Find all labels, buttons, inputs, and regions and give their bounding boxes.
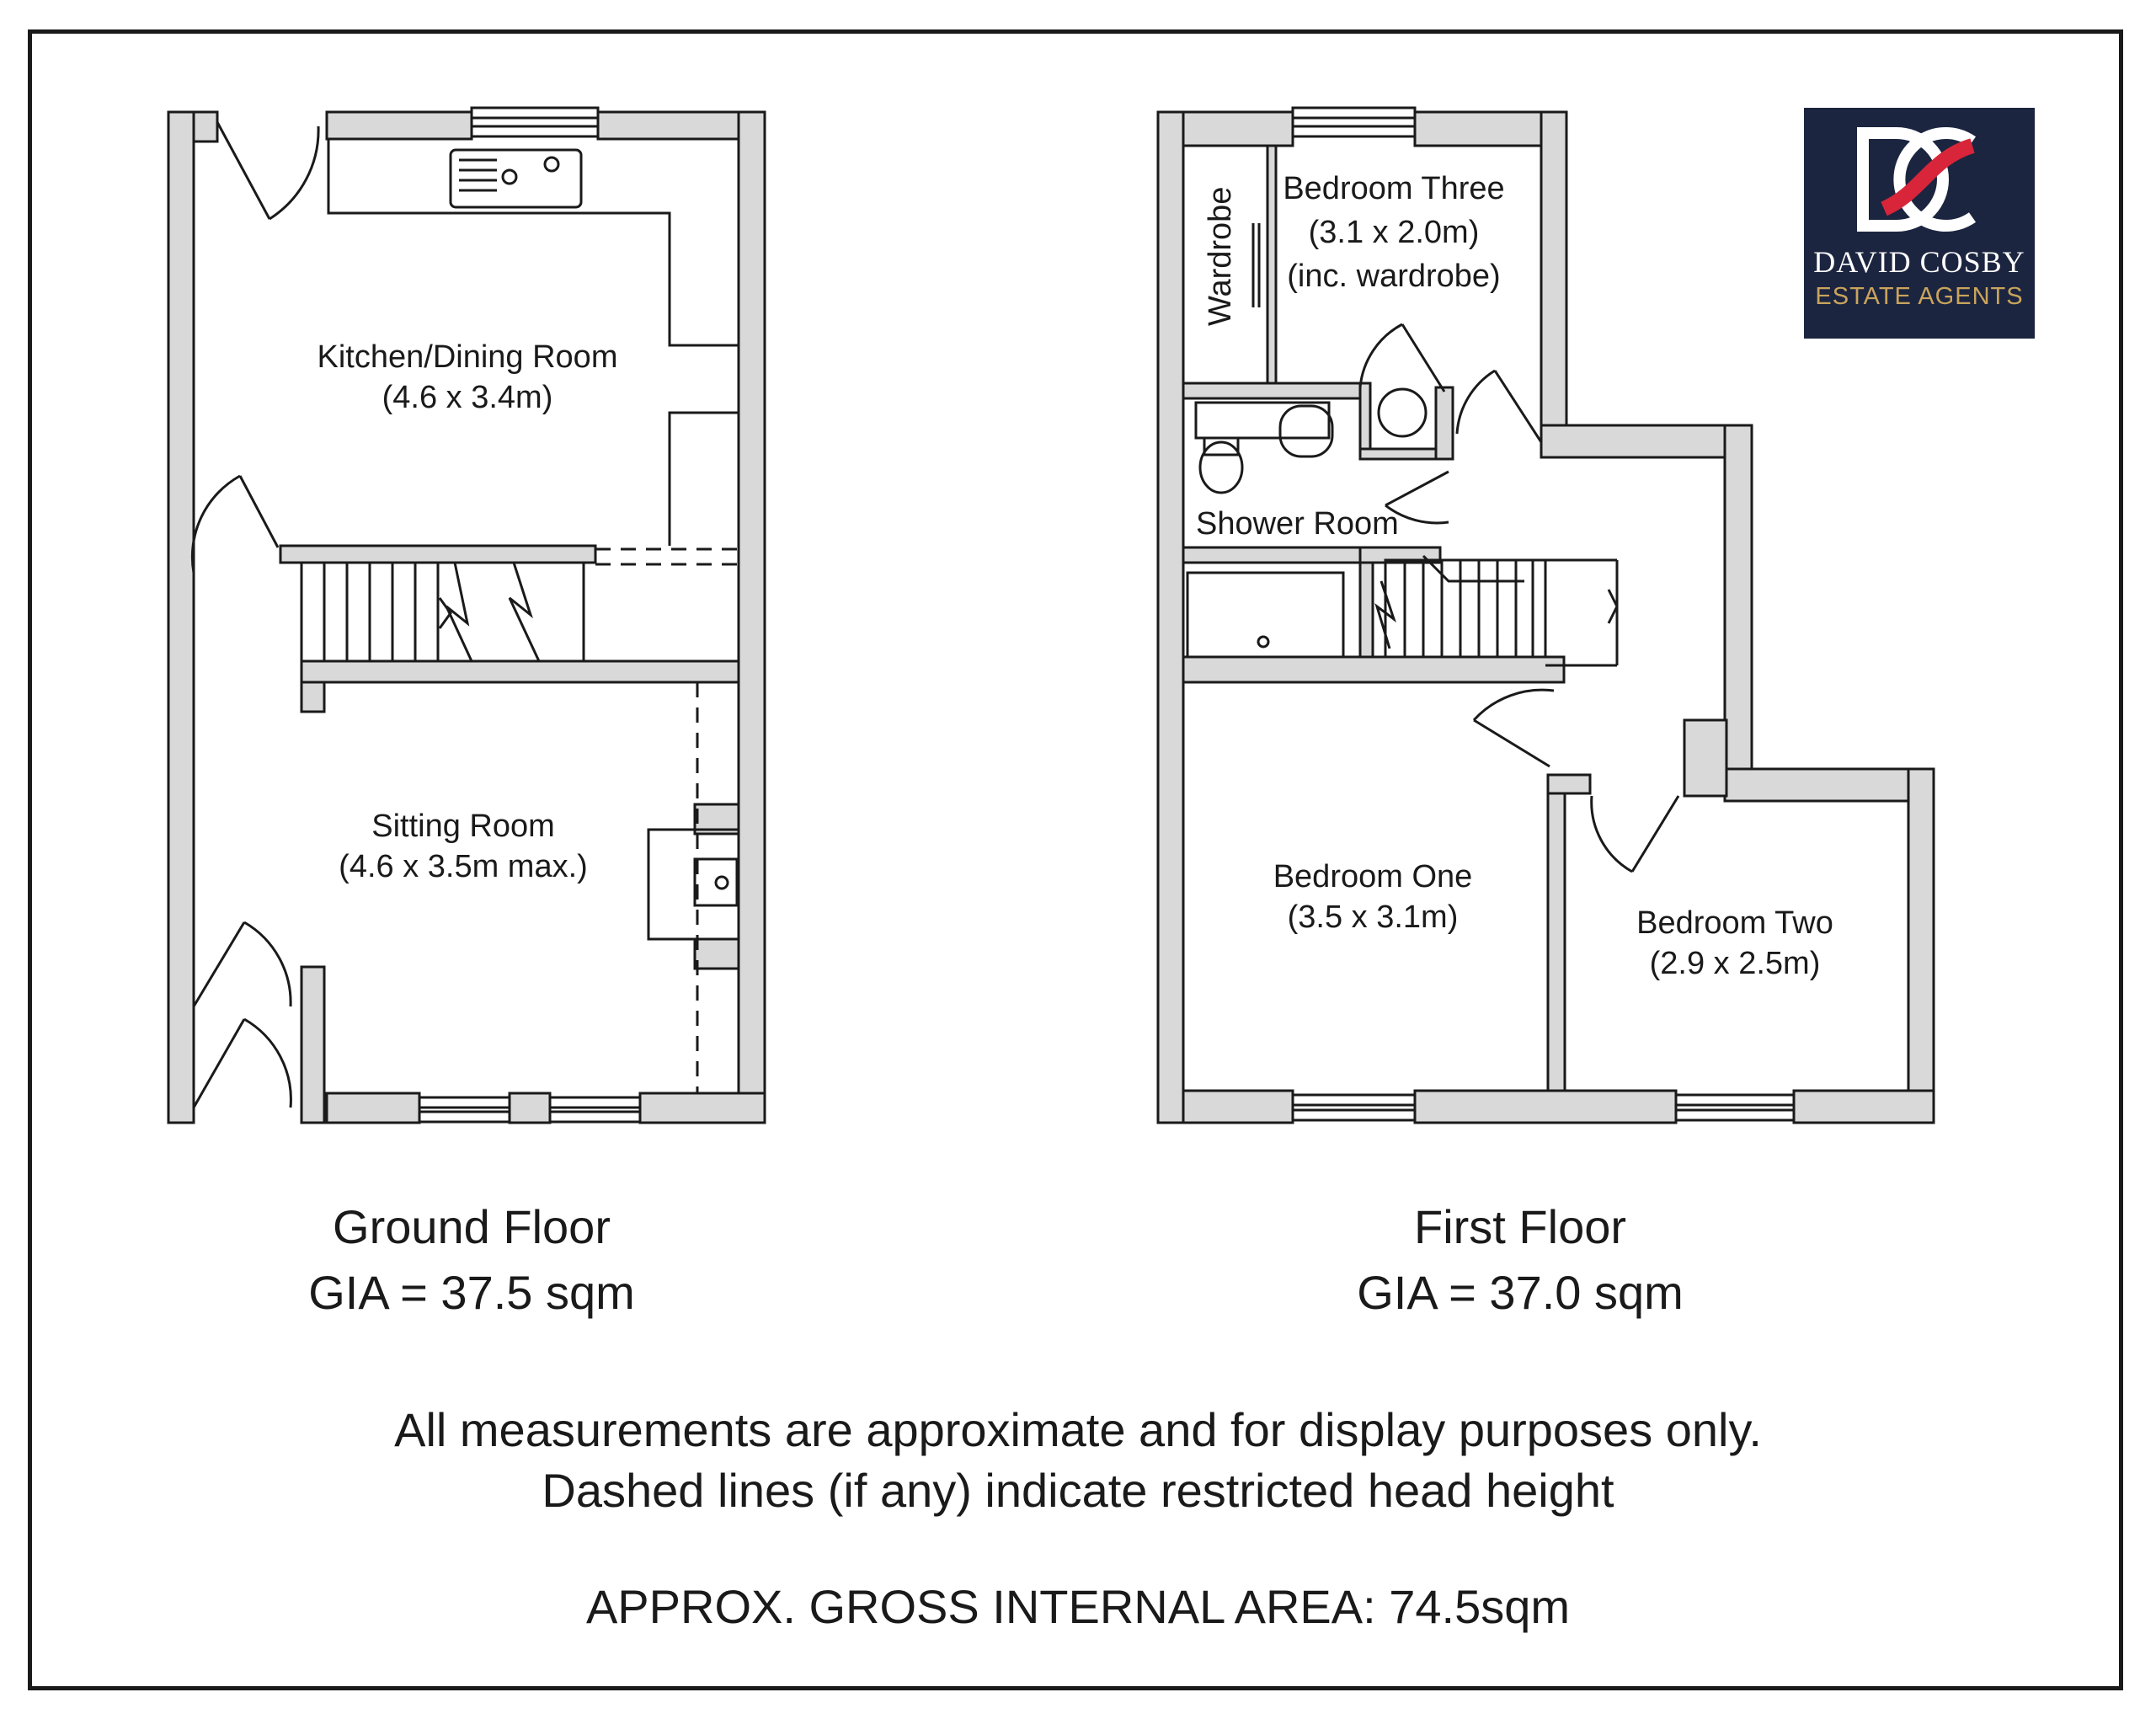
room-size: (2.9 x 2.5m) — [1649, 946, 1821, 981]
room-label-kitchen: Kitchen/Dining Room (4.6 x 3.4m) — [278, 337, 657, 418]
room-note: (inc. wardrobe) — [1287, 259, 1501, 294]
first-floor-doors — [1251, 223, 1680, 873]
ground-doors — [190, 121, 320, 1108]
room-name: Shower Room — [1196, 506, 1399, 542]
room-name: Bedroom Two — [1636, 905, 1833, 941]
room-size: (3.1 x 2.0m) — [1308, 215, 1480, 250]
room-name: Sitting Room — [371, 809, 555, 844]
ground-stairs — [300, 561, 585, 663]
logo: DAVID COSBY ESTATE AGENTS — [1804, 108, 2035, 339]
disclaimer-line-1: All measurements are approximate and for… — [394, 1403, 1762, 1456]
room-label-bedroom-two: Bedroom Two (2.9 x 2.5m) — [1600, 903, 1870, 984]
room-label-shower-room: Shower Room — [1196, 504, 1423, 544]
windows — [418, 106, 1796, 1124]
room-label-bedroom-three: Bedroom Three (3.1 x 2.0m) (inc. wardrob… — [1267, 167, 1520, 298]
room-label-bedroom-one: Bedroom One (3.5 x 3.1m) — [1238, 857, 1508, 937]
wardrobe-label: Wardrobe — [1203, 186, 1238, 326]
room-label-sitting-room: Sitting Room (4.6 x 3.5m max.) — [278, 806, 648, 887]
room-size: (4.6 x 3.4m) — [382, 380, 553, 415]
disclaimer-line-2: Dashed lines (if any) indicate restricte… — [542, 1464, 1614, 1517]
logo-name: DAVID COSBY — [1813, 245, 2025, 279]
plan-border — [28, 29, 2123, 1690]
room-name: Bedroom One — [1273, 859, 1473, 894]
ground-floor-caption: Ground Floor GIA = 37.5 sqm — [219, 1194, 724, 1326]
first-floor-caption: First Floor GIA = 37.0 sqm — [1267, 1194, 1773, 1326]
first-floor-fittings — [1186, 387, 1619, 667]
dashed-lines — [582, 547, 739, 1093]
room-size: (4.6 x 3.5m max.) — [339, 849, 588, 884]
total-area: APPROX. GROSS INTERNAL AREA: 74.5sqm — [585, 1580, 1571, 1633]
floor-title: First Floor — [1414, 1200, 1626, 1253]
room-name: Kitchen/Dining Room — [317, 339, 618, 375]
room-size: (3.5 x 3.1m) — [1287, 900, 1459, 935]
kitchen-units — [327, 139, 739, 546]
floor-gia: GIA = 37.5 sqm — [308, 1266, 635, 1319]
floor-gia: GIA = 37.0 sqm — [1357, 1266, 1684, 1319]
logo-mark-icon — [1857, 127, 1977, 232]
room-name: Bedroom Three — [1283, 171, 1505, 206]
fireplace — [647, 828, 740, 941]
logo-tagline: ESTATE AGENTS — [1815, 283, 2024, 310]
floor-title: Ground Floor — [333, 1200, 611, 1253]
ground-floor-walls — [167, 110, 766, 1124]
first-floor-walls — [1156, 110, 1935, 1124]
